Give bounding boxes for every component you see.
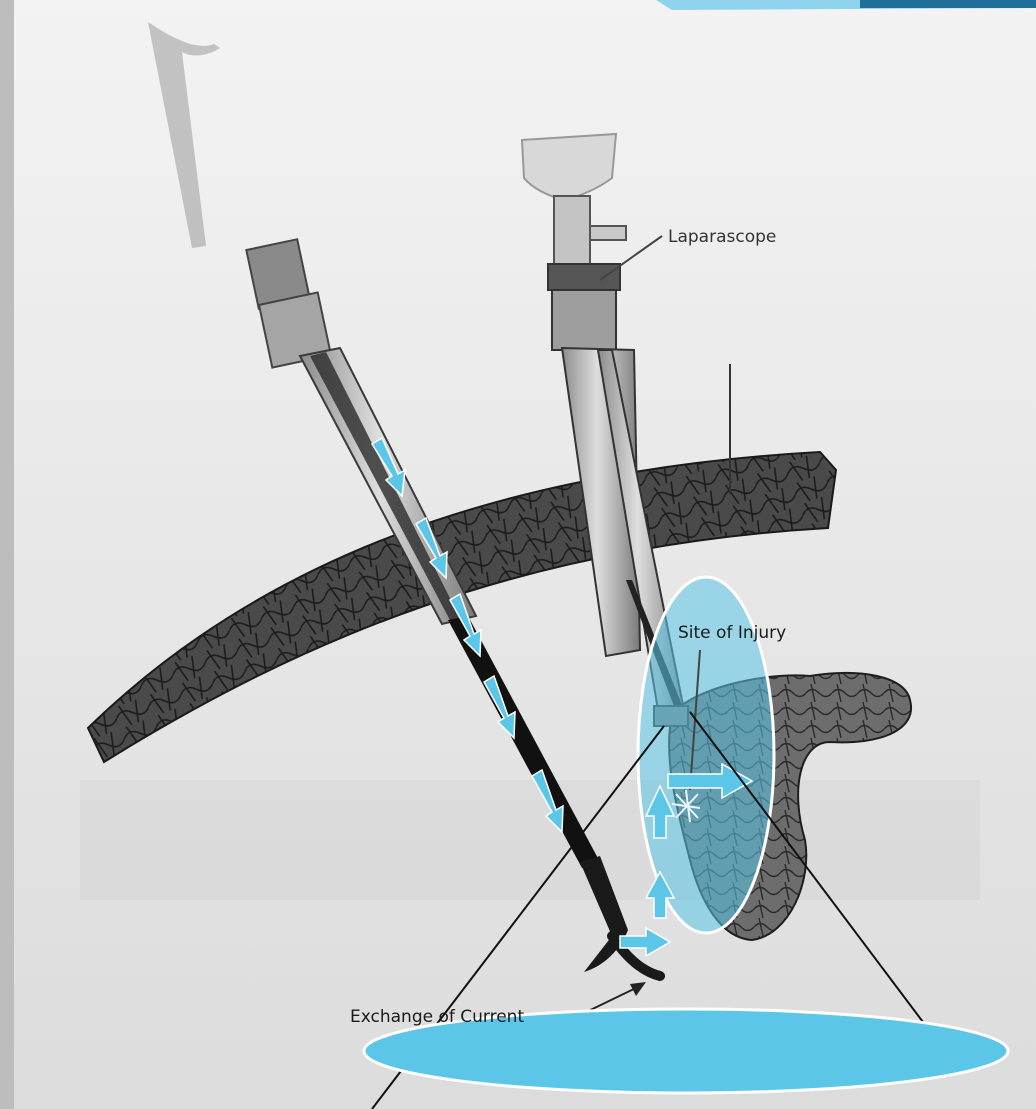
page-left-shadow — [0, 0, 14, 1109]
corner-tab-dark — [860, 0, 1036, 8]
site-of-injury-label: Site of Injury — [678, 623, 786, 643]
exchange-of-current-label: Exchange of Current — [350, 1007, 524, 1027]
faded-text-block — [80, 780, 980, 900]
laparoscope-label: Laparascope — [668, 227, 776, 247]
